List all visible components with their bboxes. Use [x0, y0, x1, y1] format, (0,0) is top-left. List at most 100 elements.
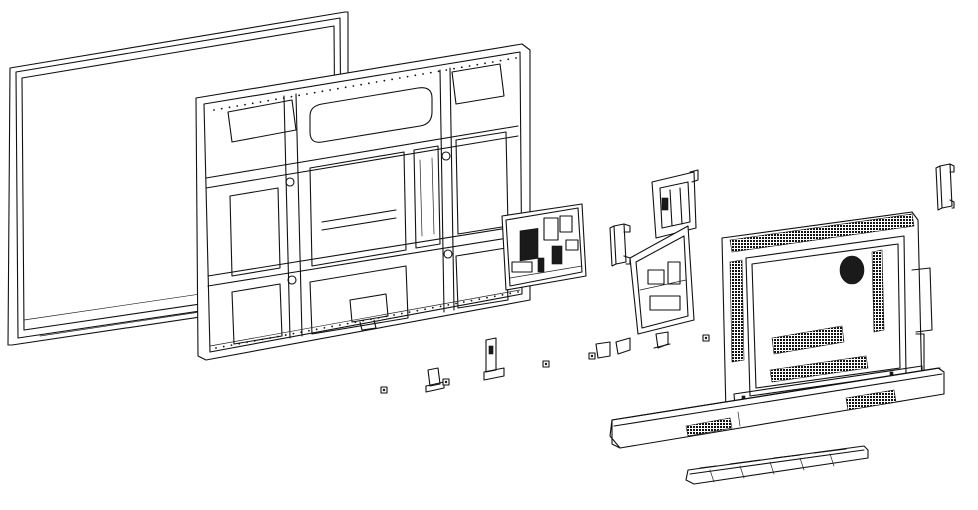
chassis-hole	[391, 78, 394, 81]
chassis-hole	[315, 328, 318, 331]
bracket-a	[483, 337, 505, 381]
screw-head	[444, 380, 448, 384]
chassis-hole	[431, 306, 434, 309]
chassis-hole	[493, 295, 496, 298]
small-brackets	[425, 331, 671, 393]
chassis-hole	[470, 299, 473, 302]
chassis-hole	[476, 63, 479, 66]
chassis-hole	[369, 318, 372, 321]
chassis-hole	[393, 314, 396, 316]
chassis-hole	[486, 296, 488, 299]
chassis-hole	[455, 302, 457, 305]
chassis-hole	[408, 311, 411, 314]
chassis-hole	[336, 87, 339, 90]
chassis-hole	[292, 332, 295, 335]
chassis-hole	[445, 69, 448, 71]
chassis-hole	[509, 292, 512, 295]
chassis-hole	[460, 66, 463, 69]
chassis-hole	[269, 337, 272, 339]
chassis-hole	[329, 89, 332, 91]
chassis-hole	[290, 95, 293, 98]
handle-left	[609, 223, 631, 267]
chassis-hole	[346, 322, 349, 325]
main-board	[501, 203, 587, 291]
chassis-hole	[277, 335, 279, 338]
chassis-hole	[338, 324, 341, 326]
chassis-hole	[354, 321, 357, 324]
chassis-hole	[429, 71, 432, 74]
chassis-hole	[251, 102, 254, 105]
chassis-hole	[484, 62, 486, 65]
chassis-hole	[298, 94, 301, 97]
chassis-hole	[468, 65, 471, 67]
chassis-hole	[398, 77, 401, 79]
screws	[380, 334, 710, 394]
screw-head	[704, 336, 708, 340]
chassis-hole	[222, 345, 225, 348]
bracket-b	[425, 367, 445, 393]
screw-head	[382, 388, 386, 392]
chassis-hole	[267, 99, 270, 102]
chassis-hole	[462, 301, 465, 303]
chassis-hole	[236, 105, 239, 107]
middle-frame-chassis	[195, 43, 531, 361]
chassis-hole	[261, 338, 264, 341]
chassis-hole	[230, 344, 233, 347]
chassis-hole	[215, 347, 217, 349]
chassis-hole	[275, 98, 277, 101]
chassis-hole	[323, 326, 326, 329]
chassis-hole	[306, 93, 308, 95]
chassis-hole	[331, 325, 334, 328]
mount-bracket	[651, 169, 699, 239]
chassis-hole	[507, 58, 510, 61]
chassis-hole	[424, 308, 426, 311]
chassis-hole	[499, 59, 502, 62]
chassis-hole	[246, 341, 248, 344]
bracket-c	[595, 337, 631, 359]
chassis-hole	[362, 319, 365, 322]
handle-right	[935, 163, 955, 211]
chassis-hole	[400, 312, 403, 315]
chassis-hole	[406, 75, 409, 78]
chassis-hole	[300, 331, 303, 334]
chassis-hole	[321, 90, 324, 93]
chassis-hole	[244, 103, 246, 106]
chassis-hole	[253, 339, 256, 342]
chassis-hole	[238, 342, 241, 345]
chassis-hole	[447, 304, 450, 306]
chassis-hole	[491, 61, 494, 63]
chassis-hole	[220, 107, 223, 110]
chassis-hole	[259, 101, 262, 103]
chassis-hole	[282, 97, 285, 99]
chassis-hole	[308, 329, 310, 332]
chassis-hole	[515, 57, 517, 59]
bottom-bar	[609, 367, 945, 449]
bracket-d	[653, 331, 671, 349]
chassis-hole	[375, 81, 378, 83]
chassis-hole	[453, 67, 455, 70]
chassis-hole	[360, 83, 363, 86]
chassis-hole	[416, 309, 419, 312]
chassis-hole	[352, 85, 355, 87]
chassis-hole	[439, 305, 442, 308]
chassis-hole	[377, 316, 380, 319]
chassis-hole	[414, 74, 417, 77]
chassis-hole	[344, 86, 347, 89]
speaker-grille	[685, 445, 869, 485]
power-board	[629, 225, 695, 335]
chassis-hole	[213, 109, 215, 111]
chassis-hole	[385, 315, 388, 318]
chassis-hole	[367, 82, 370, 85]
chassis-hole	[228, 106, 231, 109]
chassis-hole	[284, 334, 287, 336]
chassis-hole	[517, 291, 519, 293]
chassis-hole	[422, 73, 424, 75]
chassis-hole	[383, 79, 386, 82]
screw-head	[544, 362, 548, 366]
chassis-screw-holes	[213, 57, 519, 349]
chassis-hole	[313, 91, 316, 94]
chassis-hole	[501, 293, 504, 296]
screw-head	[590, 354, 594, 358]
chassis-hole	[437, 70, 440, 73]
